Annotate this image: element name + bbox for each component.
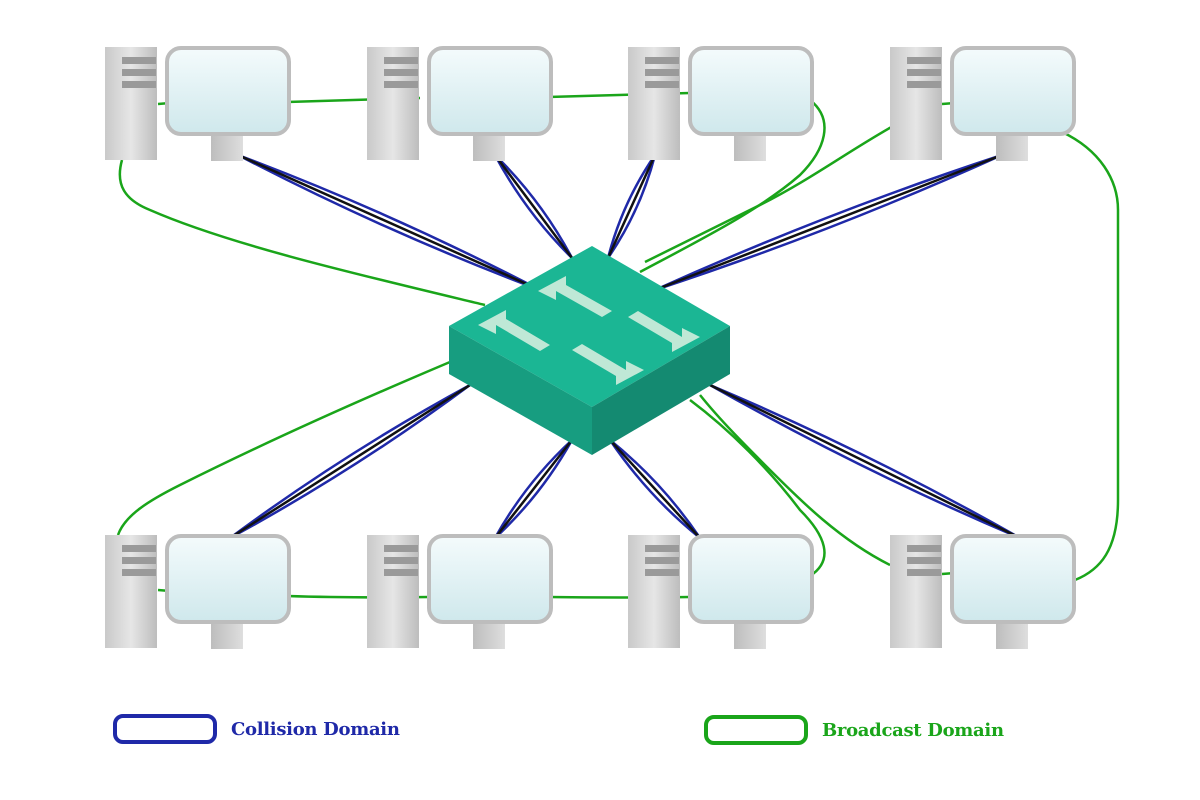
tower-icon <box>105 535 157 648</box>
drive-bay <box>645 81 679 88</box>
legend-broadcast-domain: Broadcast Domain <box>704 715 1004 745</box>
drive-bay <box>122 545 156 552</box>
monitor-icon <box>427 534 553 624</box>
drive-bay <box>645 57 679 64</box>
computer-3 <box>628 46 814 161</box>
drive-bay <box>122 57 156 64</box>
computer-2 <box>367 46 553 161</box>
broadcast-domain-swatch <box>704 715 808 745</box>
drive-bay <box>122 81 156 88</box>
tower-icon <box>367 535 419 648</box>
drive-bay <box>907 69 941 76</box>
broadcast-domain-line <box>639 99 826 274</box>
computer-4 <box>890 46 1076 161</box>
drive-bay <box>384 81 418 88</box>
switch-arrows-icon <box>478 276 700 385</box>
monitor-icon <box>688 46 814 136</box>
drive-bay <box>907 557 941 564</box>
broadcast-domain-line <box>1061 130 1120 582</box>
network-cable <box>493 154 574 259</box>
network-cable <box>609 439 701 539</box>
collision-domain-swatch <box>113 714 217 744</box>
monitor-icon <box>165 534 291 624</box>
drive-bay <box>907 81 941 88</box>
switch-right-face <box>592 326 730 455</box>
drive-bay <box>645 545 679 552</box>
network-cable <box>494 439 573 539</box>
drive-bay <box>645 69 679 76</box>
computer-5 <box>105 534 291 649</box>
tower-icon <box>105 47 157 160</box>
network-cable <box>606 154 657 259</box>
drive-bay <box>384 545 418 552</box>
drive-bay <box>384 69 418 76</box>
computers <box>105 46 1076 649</box>
tower-icon <box>628 535 680 648</box>
collision-domain-label: Collision Domain <box>231 718 400 740</box>
broadcast-domain-line <box>118 159 486 307</box>
network-cable <box>654 153 1003 292</box>
switch <box>449 246 730 455</box>
monitor-icon <box>950 534 1076 624</box>
monitor-icon <box>950 46 1076 136</box>
tower-icon <box>890 47 942 160</box>
broadcast-domain-line <box>116 360 451 536</box>
drive-bay <box>907 569 941 576</box>
switch-left-face <box>449 326 592 455</box>
network-cable <box>229 383 471 540</box>
tower-icon <box>367 47 419 160</box>
drive-bay <box>122 69 156 76</box>
network-cable <box>237 153 541 292</box>
broadcast-domain-line <box>689 399 826 578</box>
drive-bay <box>645 557 679 564</box>
drive-bay <box>907 545 941 552</box>
tower-icon <box>890 535 942 648</box>
drive-bay <box>122 569 156 576</box>
monitor-icon <box>427 46 553 136</box>
broadcast-domain-label: Broadcast Domain <box>822 719 1004 741</box>
computer-8 <box>890 534 1076 649</box>
legend-collision-domain: Collision Domain <box>113 714 400 744</box>
computer-7 <box>628 534 814 649</box>
drive-bay <box>384 569 418 576</box>
drive-bay <box>122 557 156 564</box>
drive-bay <box>907 57 941 64</box>
switch-top-face <box>449 246 730 407</box>
computer-6 <box>367 534 553 649</box>
monitor-icon <box>165 46 291 136</box>
network-cable <box>709 383 1021 540</box>
drive-bay <box>645 569 679 576</box>
computer-1 <box>105 46 291 161</box>
monitor-icon <box>688 534 814 624</box>
drive-bay <box>384 57 418 64</box>
drive-bay <box>384 557 418 564</box>
tower-icon <box>628 47 680 160</box>
